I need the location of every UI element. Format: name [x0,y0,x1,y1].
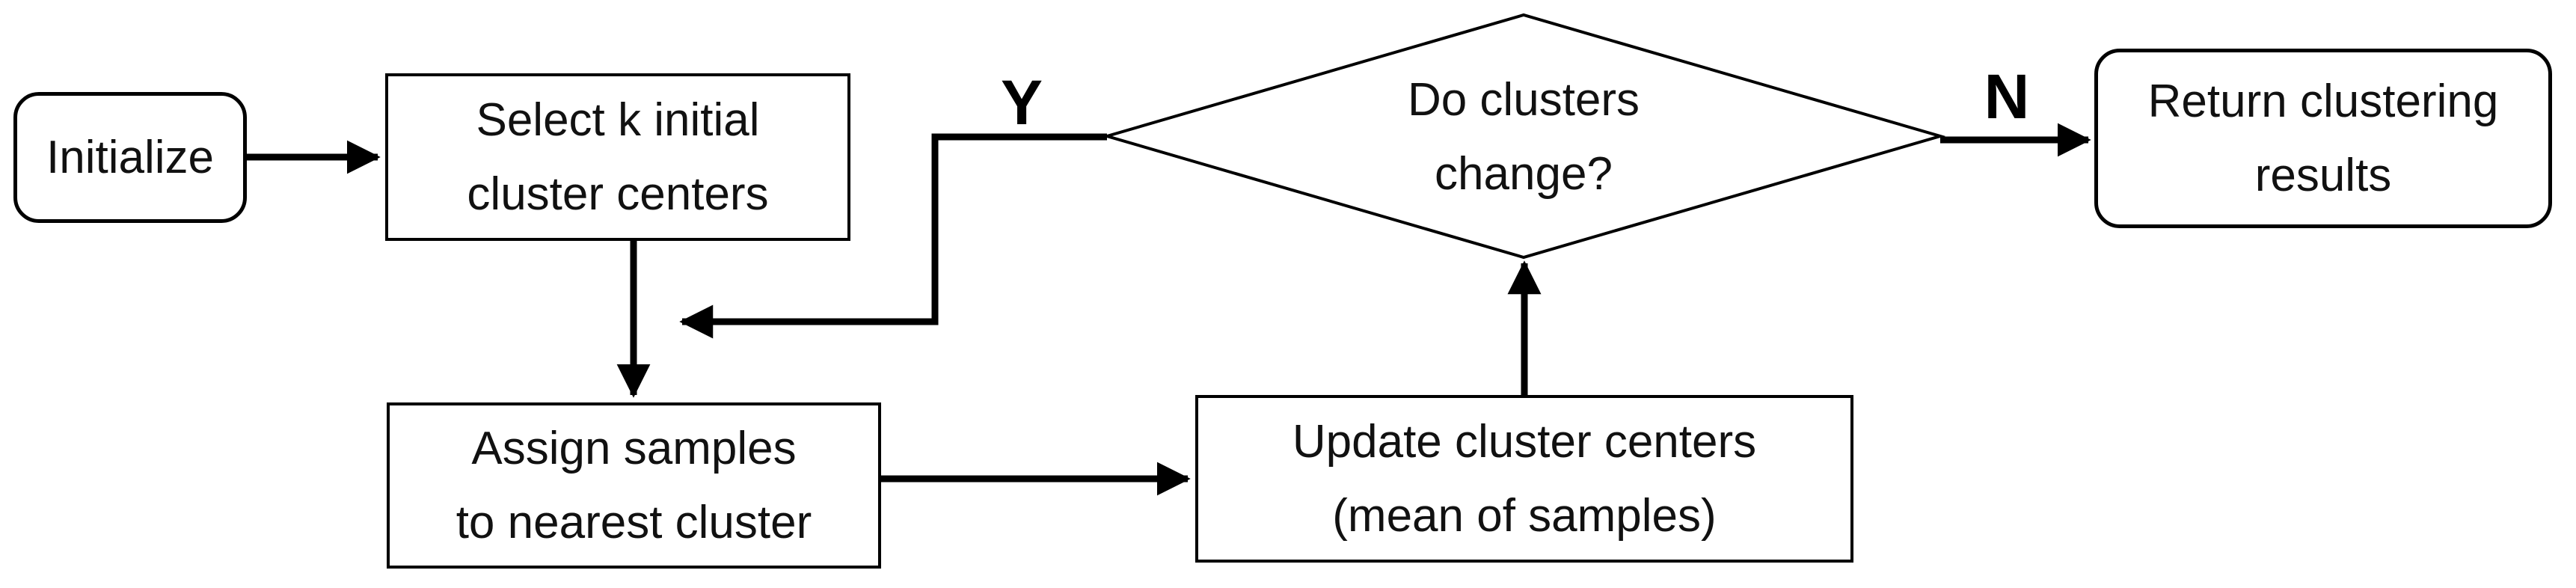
node-return-results: Return clustering results [2094,49,2552,228]
decision-diamond-shape [1101,13,1946,260]
node-select-initial-centers: Select k initial cluster centers [385,73,850,241]
node-update-centers: Update cluster centers (mean of samples) [1195,395,1853,563]
branch-label-yes: Y [1000,67,1043,138]
branch-label-no: N [1984,61,2030,132]
node-initialize: Initialize [13,92,247,223]
node-decision-do-clusters-change: Do clusters change? [1407,73,1640,200]
edge-decision-yes-loop [679,133,1107,339]
node-assign-samples: Assign samples to nearest cluster [387,402,881,569]
